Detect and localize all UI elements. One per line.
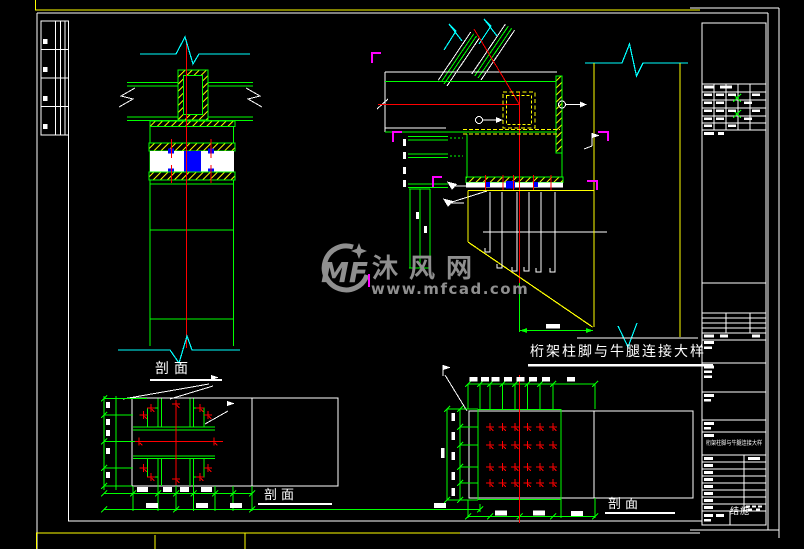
revision-mini-table [40, 20, 69, 136]
break-lines [118, 35, 250, 365]
detail-title: 桁架柱脚与牛腿连接大样 [530, 344, 706, 360]
weld-symbols [442, 100, 593, 412]
section-label-underline [605, 512, 675, 514]
section-cut-flag [211, 375, 219, 384]
watermark-site-name: 沐风网 [372, 254, 484, 284]
left-elevation-drawing [118, 35, 263, 425]
bottom-left-section-plan [100, 395, 484, 513]
section-label-bottom-right-plan: 剖面 [608, 497, 643, 512]
centerlines [171, 40, 212, 348]
section-cut-flag [227, 401, 235, 410]
shim-plate [184, 151, 201, 172]
anchor-bolt-grid [485, 422, 558, 488]
title-block-drawing-title: 桁架柱脚与牛腿连接大样 [705, 440, 763, 447]
truss-brace [437, 23, 515, 87]
match-marks [368, 52, 609, 287]
watermark-site-url: www.mfcad.com [371, 280, 530, 298]
dimension-texts [441, 377, 675, 516]
centerlines [136, 400, 223, 485]
section-label-underline [258, 503, 332, 505]
signature-x-marks [732, 93, 742, 119]
title-block-series-label: 结施 [730, 507, 751, 517]
title-block [701, 22, 767, 526]
mfcad-logo-icon: MF [316, 242, 370, 300]
main-title-underline [528, 364, 713, 367]
watermark: MF 沐风网 www.mfcad.com [316, 236, 528, 300]
anchor-bolts [484, 192, 556, 273]
section-label-left-elevation: 剖面 [155, 361, 193, 377]
dimension-texts [106, 402, 446, 508]
title-block-texts [704, 85, 762, 522]
section-label-bottom-left-plan: 剖面 [264, 488, 299, 503]
watermark-logo-text: MF [321, 256, 368, 289]
bottom-right-section-plan [441, 375, 694, 523]
foundation-outline [463, 63, 681, 337]
right-connection-detail-drawing [368, 18, 713, 412]
section-label-underline [150, 379, 222, 381]
break-lines [443, 18, 688, 349]
